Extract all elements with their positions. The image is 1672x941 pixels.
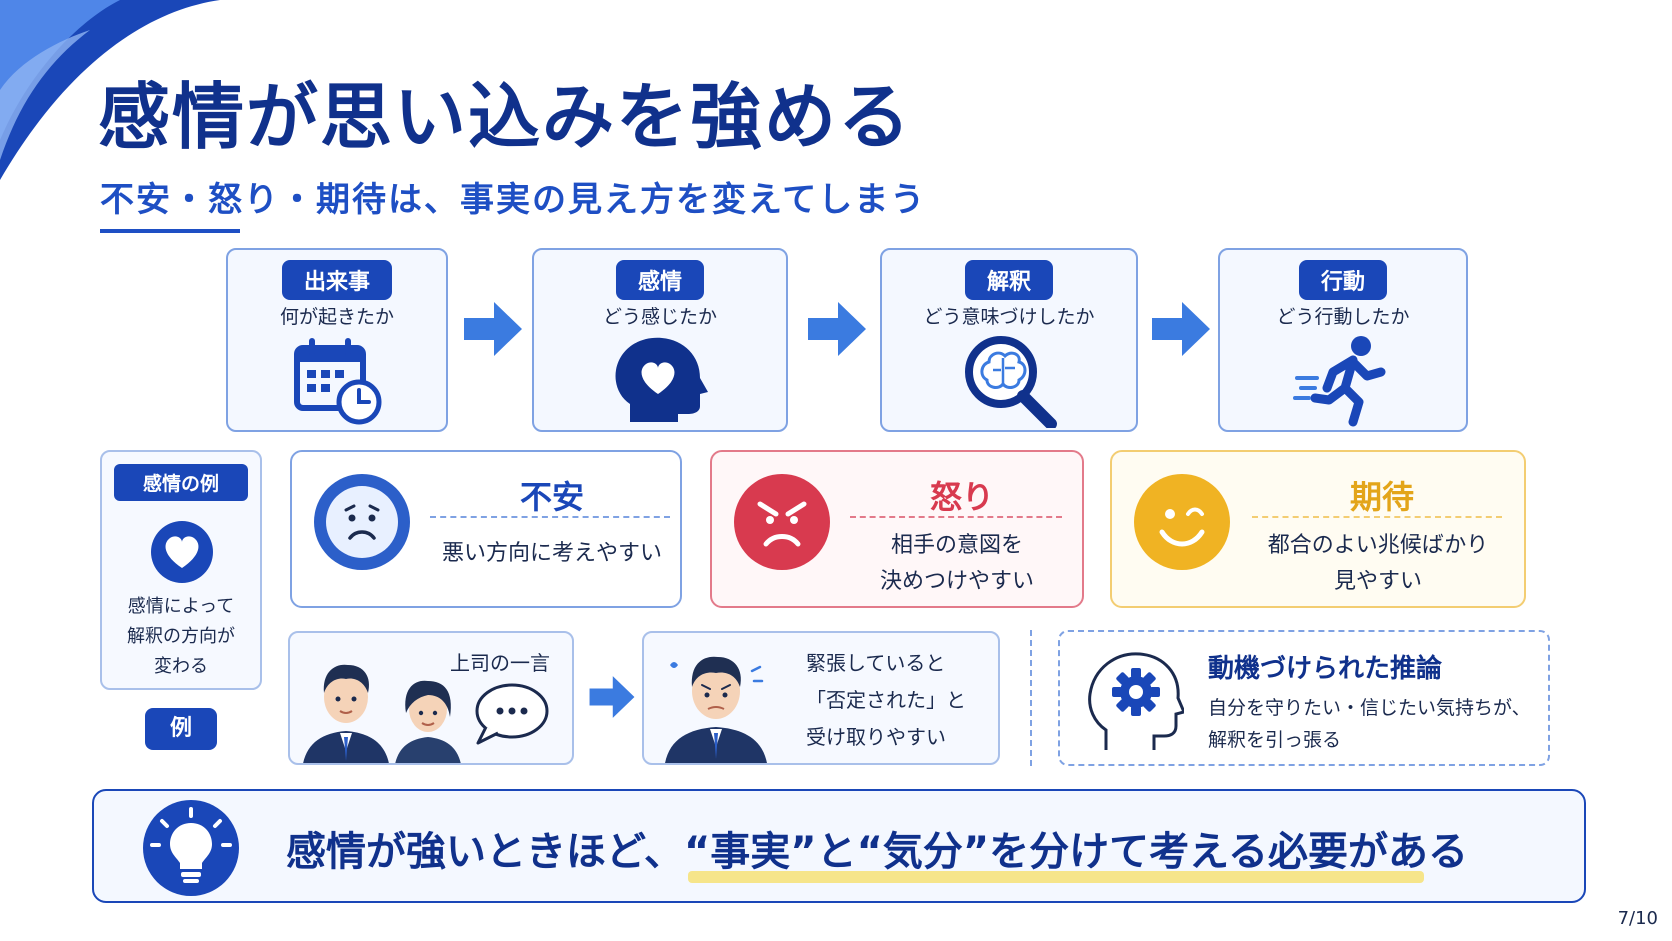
highlight-underline bbox=[688, 871, 1424, 883]
brain-magnifier-icon bbox=[965, 336, 1057, 428]
coworkers-illustration-icon bbox=[303, 664, 461, 763]
example-scene-reaction: 緊張していると 「否定された」と 受け取りやすい bbox=[642, 631, 1000, 765]
emotion-name: 期待 bbox=[1349, 478, 1414, 516]
section-divider bbox=[1030, 630, 1032, 766]
flow-step-sub: どう行動したか bbox=[1276, 306, 1410, 328]
calendar-clock-icon bbox=[294, 338, 382, 425]
emotion-examples-panel: 感情の例 感情によって 解釈の方向が 変わる bbox=[100, 450, 262, 690]
key-message-text: 感情が強いときほど、“事実”と“気分”を分けて考える必要がある bbox=[286, 829, 1468, 875]
flow-step-action: 行動 どう行動したか bbox=[1218, 248, 1468, 432]
emotion-name: 怒り bbox=[929, 478, 994, 516]
emotion-divider bbox=[430, 516, 670, 518]
flow-step-sub: どう意味づけしたか bbox=[923, 306, 1095, 328]
flow-step-interpretation: 解釈 どう意味づけしたか bbox=[880, 248, 1138, 432]
emotion-examples-text: 感情によって 解釈の方向が 変わる bbox=[127, 596, 235, 677]
flow-step-sub: どう感じたか bbox=[602, 306, 717, 328]
flow-step-tag: 感情 bbox=[615, 260, 705, 300]
scene-reaction-text: 緊張していると 「否定された」と 受け取りやすい bbox=[806, 651, 966, 749]
example-arrow-icon bbox=[589, 676, 635, 718]
flow-arrow-icon bbox=[808, 302, 866, 356]
flow-step-emotion: 感情 どう感じたか bbox=[532, 248, 788, 432]
flow-step-sub: 何が起きたか bbox=[279, 306, 394, 328]
emotion-description: 相手の意図を 決めつけやすい bbox=[879, 533, 1034, 594]
flow-step-tag: 出来事 bbox=[281, 260, 393, 300]
smiling-face-icon bbox=[1134, 474, 1230, 570]
angry-face-icon bbox=[734, 474, 830, 570]
emotion-card-anger: 怒り 相手の意図を 決めつけやすい bbox=[710, 450, 1084, 608]
subtitle-underline bbox=[100, 229, 240, 233]
emotion-divider bbox=[850, 516, 1062, 518]
flow-step-tag: 解釈 bbox=[964, 260, 1054, 300]
emotion-description: 都合のよい兆候ばかり 見やすい bbox=[1267, 533, 1489, 594]
flow-arrow-icon bbox=[1152, 302, 1210, 356]
flow-step-tag: 行動 bbox=[1298, 260, 1388, 300]
speech-bubble-icon bbox=[475, 683, 549, 745]
heart-icon bbox=[151, 521, 213, 583]
head-heart-icon bbox=[615, 337, 708, 422]
motivated-reasoning-description: 自分を守りたい・信じたい気持ちが、 解釈を引っ張る bbox=[1208, 697, 1531, 751]
motivated-reasoning-title: 動機づけられた推論 bbox=[1208, 654, 1443, 684]
flow-arrow-icon bbox=[464, 302, 522, 356]
scene-label: 上司の一言 bbox=[450, 651, 550, 675]
running-person-icon bbox=[1293, 336, 1386, 427]
key-message-banner: 感情が強いときほど、“事実”と“気分”を分けて考える必要がある bbox=[92, 789, 1586, 903]
head-gear-icon bbox=[1088, 652, 1184, 750]
corner-decoration bbox=[0, 0, 220, 180]
example-tag: 例 bbox=[145, 708, 217, 750]
page-number: 7/10 bbox=[1617, 908, 1658, 929]
emotion-description: 悪い方向に考えやすい bbox=[441, 541, 662, 566]
slide-title: 感情が思い込みを強める bbox=[98, 75, 913, 159]
flow-step-event: 出来事 何が起きたか bbox=[226, 248, 448, 432]
emotion-divider bbox=[1252, 516, 1502, 518]
example-scene-boss-remark: 上司の一言 bbox=[288, 631, 574, 765]
slide-subtitle: 不安・怒り・期待は、事実の見え方を変えてしまう bbox=[100, 180, 927, 220]
nervous-employee-illustration-icon bbox=[665, 656, 767, 763]
emotion-card-expectation: 期待 都合のよい兆候ばかり 見やすい bbox=[1110, 450, 1526, 608]
motivated-reasoning-box: 動機づけられた推論 自分を守りたい・信じたい気持ちが、 解釈を引っ張る bbox=[1058, 630, 1550, 766]
emotion-card-anxiety: 不安 悪い方向に考えやすい bbox=[290, 450, 682, 608]
emotion-examples-tag: 感情の例 bbox=[114, 464, 248, 501]
worried-face-icon bbox=[314, 474, 410, 570]
emotion-name: 不安 bbox=[519, 478, 584, 516]
lightbulb-icon bbox=[143, 800, 239, 896]
